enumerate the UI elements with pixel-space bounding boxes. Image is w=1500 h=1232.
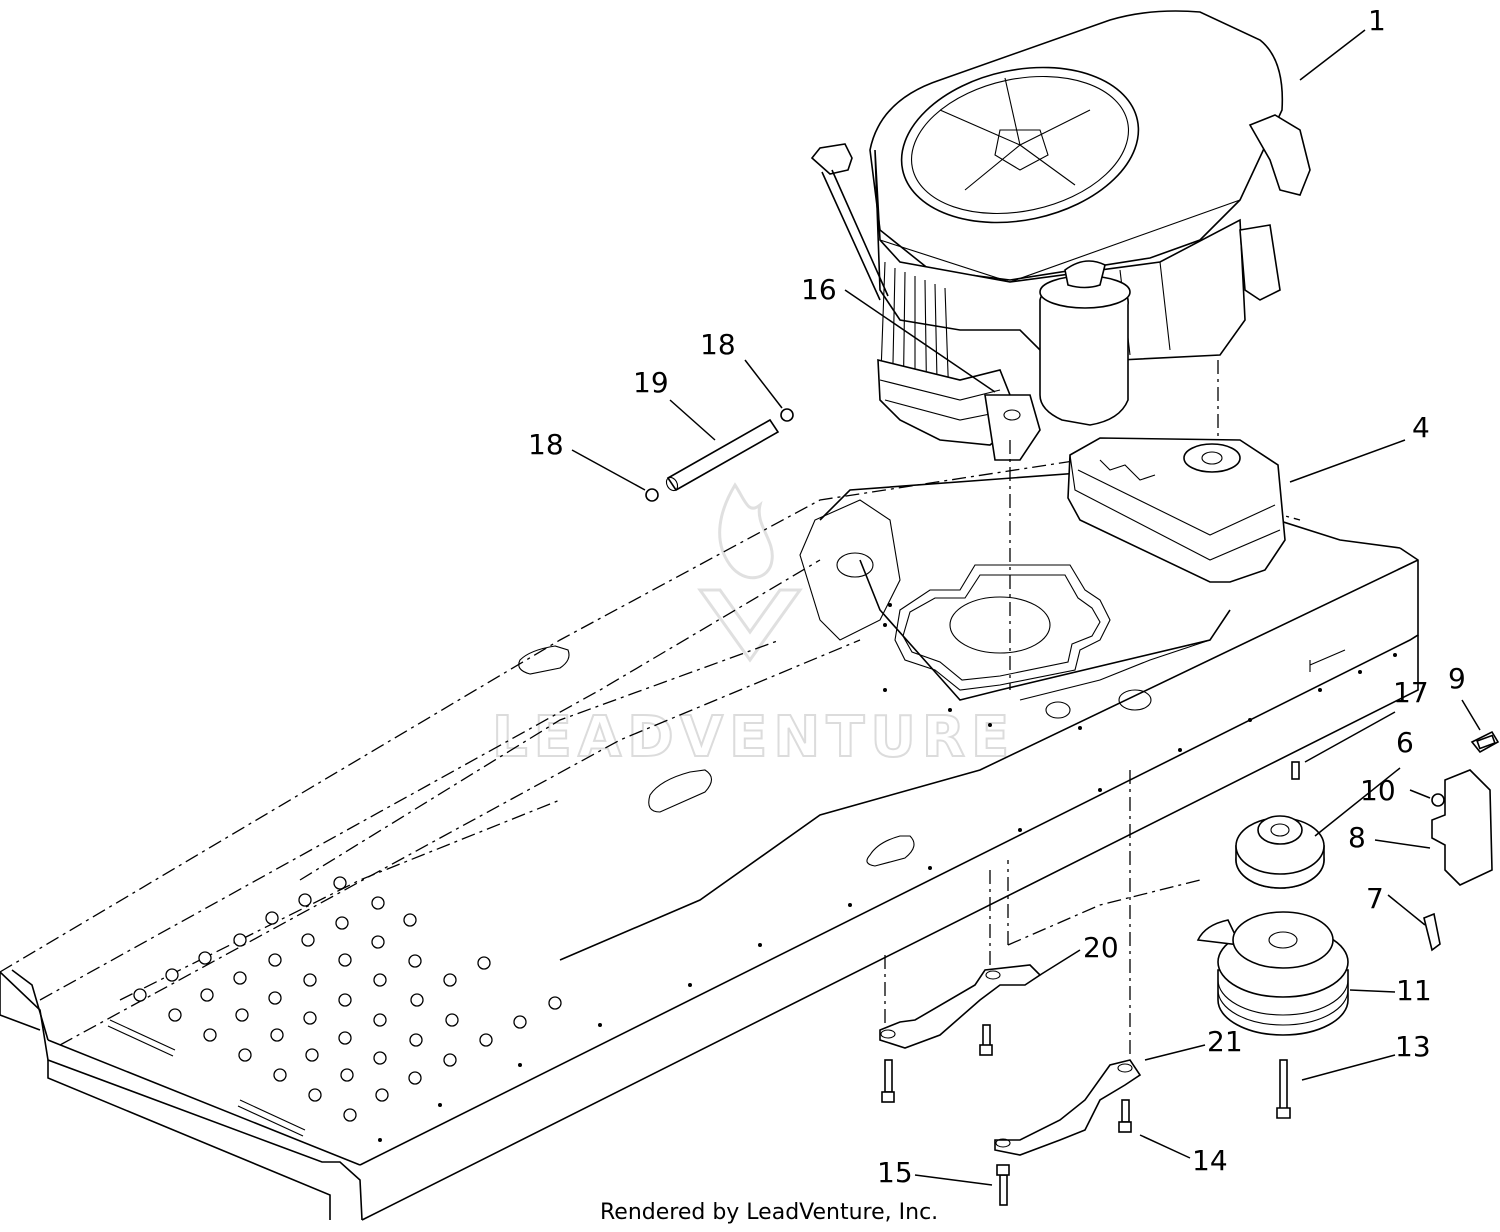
muffler [1067, 437, 1286, 583]
leader-lines [571, 29, 1481, 1186]
center-lines [884, 360, 1219, 1055]
callout-19: 19 [633, 366, 669, 399]
clutch-bolt [1276, 1059, 1291, 1119]
rail-holes [378, 603, 1397, 1142]
callout-18-right: 18 [700, 328, 736, 361]
callout-18-left: 18 [528, 428, 564, 461]
callout-6: 6 [1396, 726, 1414, 759]
callout-21: 21 [1207, 1025, 1243, 1058]
engine-pulley [1235, 815, 1325, 889]
bracket-20 [879, 964, 1042, 1103]
mower-frame [0, 459, 1419, 1221]
bracket-21 [994, 1059, 1142, 1206]
callout-9: 9 [1448, 662, 1466, 695]
fuel-hose-assembly [645, 408, 794, 502]
callout-16: 16 [801, 273, 837, 306]
pulley-key [1291, 761, 1300, 780]
callout-1: 1 [1368, 4, 1386, 37]
callout-17: 17 [1393, 676, 1429, 709]
callout-7: 7 [1366, 882, 1384, 915]
flame-logo-icon [697, 482, 803, 663]
callout-14: 14 [1192, 1144, 1228, 1177]
engine [810, 10, 1311, 461]
callout-20: 20 [1083, 931, 1119, 964]
callout-labels: 1 4 6 7 8 9 10 11 13 14 15 16 17 18 18 1… [528, 4, 1466, 1189]
render-credit: Rendered by LeadVenture, Inc. [600, 1200, 938, 1225]
callout-4: 4 [1412, 411, 1430, 444]
callout-10: 10 [1360, 774, 1396, 807]
callout-15: 15 [877, 1156, 913, 1189]
callout-13: 13 [1395, 1030, 1431, 1063]
watermark: LEADVENTURE [491, 482, 1015, 771]
pto-clutch [1196, 911, 1349, 1036]
deck-grip-holes [133, 876, 562, 1122]
callout-8: 8 [1348, 821, 1366, 854]
clutch-bracket-assembly [1423, 730, 1500, 952]
callout-11: 11 [1396, 974, 1432, 1007]
watermark-text: LEADVENTURE [492, 705, 1015, 770]
